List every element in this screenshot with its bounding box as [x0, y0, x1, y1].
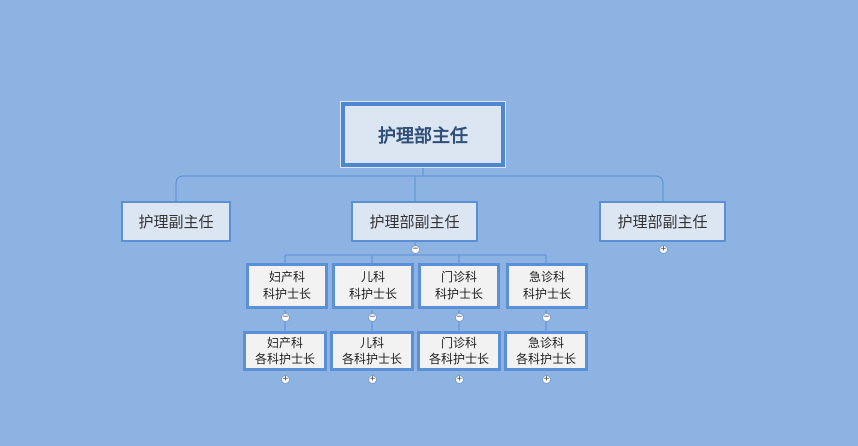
- node-line1: 急诊科: [528, 270, 565, 284]
- node-line2: 各科护士长: [254, 352, 315, 366]
- node-l2-2[interactable]: 儿科 科护士长: [332, 263, 414, 309]
- collapse-toggle-icon[interactable]: −: [411, 244, 420, 254]
- node-line1: 儿科: [360, 270, 385, 284]
- node-l1-right[interactable]: 护理部副主任: [599, 201, 726, 242]
- connector-l1-right: [654, 175, 664, 201]
- node-l3-1[interactable]: 妇产科 各科护士长: [243, 331, 327, 371]
- node-line2: 科护士长: [348, 287, 397, 301]
- collapse-toggle-icon[interactable]: −: [455, 312, 464, 322]
- expand-toggle-icon[interactable]: +: [455, 374, 464, 384]
- collapse-toggle-icon[interactable]: −: [542, 312, 551, 322]
- node-root[interactable]: 护理部主任: [340, 101, 506, 168]
- expand-toggle-icon[interactable]: +: [368, 374, 377, 384]
- node-l2-3[interactable]: 门诊科 科护士长: [418, 263, 500, 309]
- node-root-label: 护理部主任: [378, 125, 468, 147]
- node-l3-2[interactable]: 儿科 各科护士长: [330, 331, 414, 371]
- node-l1-mid[interactable]: 护理部副主任: [351, 201, 478, 242]
- node-label: 护理部副主任: [617, 213, 708, 231]
- expand-toggle-icon[interactable]: +: [281, 374, 290, 384]
- node-line2: 科护士长: [434, 287, 483, 301]
- node-l3-3[interactable]: 门诊科 各科护士长: [417, 331, 501, 371]
- node-line1: 妇产科: [266, 336, 303, 350]
- node-l1-left[interactable]: 护理副主任: [121, 201, 231, 242]
- node-line1: 妇产科: [268, 270, 305, 284]
- node-l2-1[interactable]: 妇产科 科护士长: [246, 263, 328, 309]
- node-line2: 各科护士长: [428, 352, 489, 366]
- node-label: 护理部副主任: [369, 213, 460, 231]
- node-l2-4[interactable]: 急诊科 科护士长: [506, 263, 588, 309]
- node-line2: 科护士长: [522, 287, 571, 301]
- expand-toggle-icon[interactable]: +: [542, 374, 551, 384]
- node-line1: 急诊科: [527, 336, 564, 350]
- collapse-toggle-icon[interactable]: −: [281, 312, 290, 322]
- collapse-toggle-icon[interactable]: −: [368, 312, 377, 322]
- connector-l1-left: [175, 175, 185, 201]
- node-label: 护理副主任: [138, 213, 214, 231]
- node-l3-4[interactable]: 急诊科 各科护士长: [504, 331, 588, 371]
- expand-toggle-icon[interactable]: +: [659, 244, 668, 254]
- node-line1: 儿科: [359, 336, 384, 350]
- node-line2: 各科护士长: [341, 352, 402, 366]
- node-line2: 各科护士长: [515, 352, 576, 366]
- node-line2: 科护士长: [262, 287, 311, 301]
- node-line1: 门诊科: [440, 270, 477, 284]
- node-line1: 门诊科: [440, 336, 477, 350]
